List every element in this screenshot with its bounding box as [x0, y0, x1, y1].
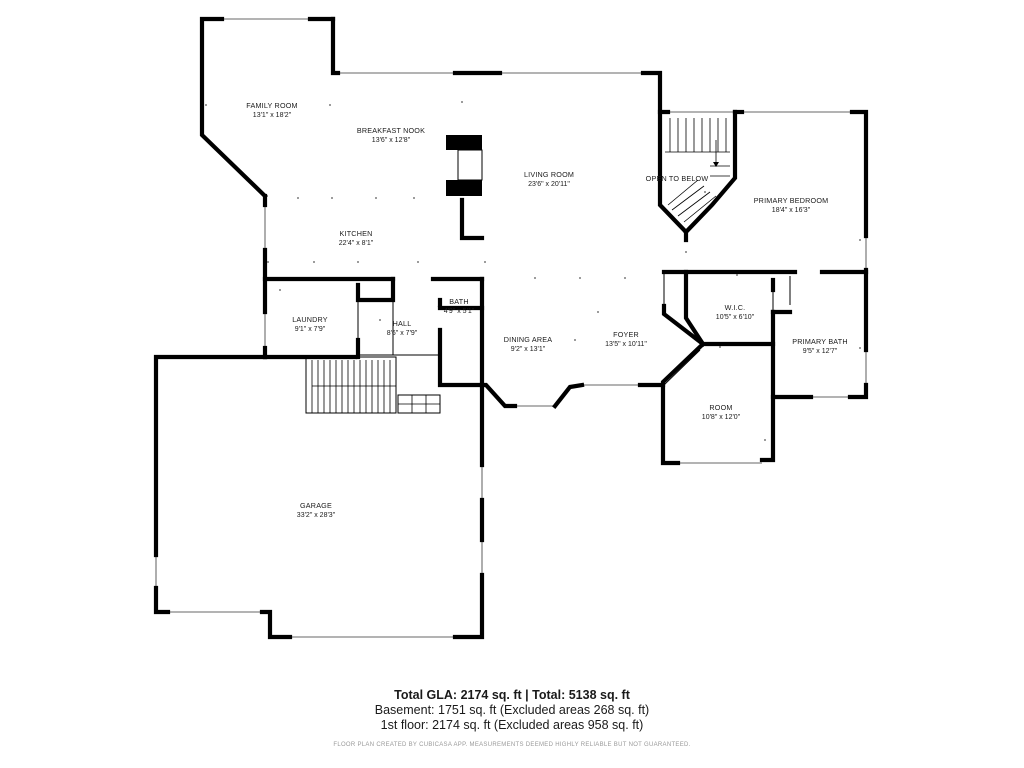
windows — [155, 18, 867, 638]
foyer-dims: 13'5" x 10'11" — [605, 341, 647, 348]
kitchen-name: KITCHEN — [340, 229, 373, 238]
room-name: ROOM — [709, 403, 732, 412]
living-room-name: LIVING ROOM — [524, 170, 574, 179]
bath-name: BATH — [449, 297, 468, 306]
total-area-summary: Total GLA: 2174 sq. ft | Total: 5138 sq.… — [394, 688, 630, 702]
laundry-name: LAUNDRY — [292, 315, 328, 324]
primary-bedroom-name: PRIMARY BEDROOM — [754, 196, 829, 205]
dining-area-name: DINING AREA — [504, 335, 553, 344]
partitions — [357, 112, 791, 386]
wic-name: W.I.C. — [725, 303, 746, 312]
interior-walls — [262, 109, 869, 400]
family-room-dims: 13'1" x 18'2" — [253, 112, 292, 119]
family-room-name: FAMILY ROOM — [246, 101, 297, 110]
hall-dims: 8'6" x 7'9" — [387, 330, 418, 337]
garage-dims: 33'2" x 28'3" — [297, 512, 336, 519]
hall-name: HALL — [393, 319, 412, 328]
laundry-dims: 9'1" x 7'9" — [295, 326, 326, 333]
exterior-walls — [153, 16, 869, 640]
garage-stairs — [305, 356, 441, 414]
bath-dims: 4'9" x 5'1" — [444, 308, 475, 315]
interior-stairs — [665, 118, 730, 223]
room-dims: 10'8" x 12'0" — [702, 414, 741, 421]
primary-bath-name: PRIMARY BATH — [792, 337, 848, 346]
primary-bedroom-dims: 18'4" x 16'3" — [772, 207, 811, 214]
kitchen-dims: 22'4" x 8'1" — [339, 240, 374, 247]
breakfast-nook-name: BREAKFAST NOOK — [357, 126, 425, 135]
primary-bath-dims: 9'5" x 12'7" — [803, 348, 838, 355]
foyer-name: FOYER — [613, 330, 639, 339]
basement-area: Basement: 1751 sq. ft (Excluded areas 26… — [374, 703, 650, 717]
floor-plan: FAMILY ROOM 13'1" x 18'2" BREAKFAST NOOK… — [153, 16, 869, 640]
first-floor-area: 1st floor: 2174 sq. ft (Excluded areas 9… — [380, 718, 644, 732]
living-room-dims: 23'6" x 20'11" — [528, 181, 570, 188]
room-labels: FAMILY ROOM 13'1" x 18'2" BREAKFAST NOOK… — [246, 101, 848, 519]
breakfast-nook-dims: 13'6" x 12'8" — [372, 137, 411, 144]
fixture-dots — [205, 101, 861, 441]
open-to-below-name: OPEN TO BELOW — [646, 174, 709, 183]
garage-name: GARAGE — [300, 501, 332, 510]
wic-dims: 10'5" x 6'10" — [716, 314, 755, 321]
disclaimer-text: FLOOR PLAN CREATED BY CUBICASA APP. MEAS… — [333, 742, 691, 748]
dining-area-dims: 9'2" x 13'1" — [511, 346, 546, 353]
